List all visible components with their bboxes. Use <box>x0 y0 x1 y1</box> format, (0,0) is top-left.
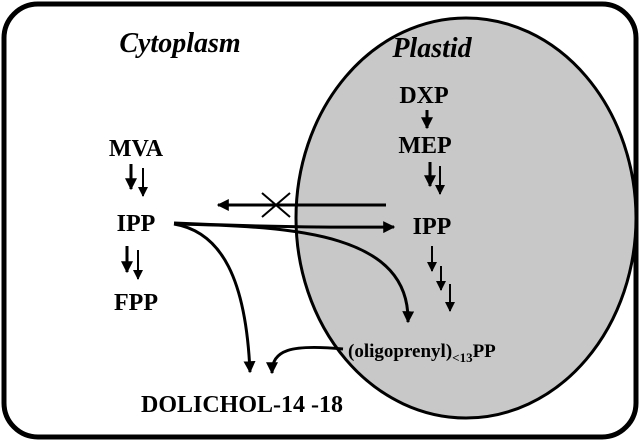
arrow-blocked-plastid-to-cytoplasm <box>216 192 386 218</box>
arrow-oligoprenyl-to-dolichol <box>266 345 344 375</box>
node-dolichol: DOLICHOL-14 -18 <box>141 392 343 418</box>
plastid-compartment <box>294 16 638 420</box>
arrow-ipp-to-fpp <box>121 246 143 280</box>
node-ipp-cytoplasm: IPP <box>117 211 156 237</box>
cytoplasm-title: Cytoplasm <box>119 28 240 59</box>
node-fpp: FPP <box>114 290 158 316</box>
node-oligoprenyl-pp: (oligoprenyl)<13PP <box>348 341 496 365</box>
arrow-ipp-to-dolichol <box>173 222 256 374</box>
node-mva: MVA <box>109 136 164 162</box>
arrow-mva-to-ipp <box>125 164 148 197</box>
node-ipp-plastid: IPP <box>413 214 452 240</box>
plastid-title: Plastid <box>391 33 472 64</box>
arrow-ipp-to-oligoprenyl <box>173 222 415 324</box>
node-dxp: DXP <box>399 83 448 109</box>
node-mep: MEP <box>398 133 451 159</box>
arrow-mep-to-ipp <box>424 162 445 195</box>
arrow-ipp-plastid-downstream <box>427 246 455 312</box>
